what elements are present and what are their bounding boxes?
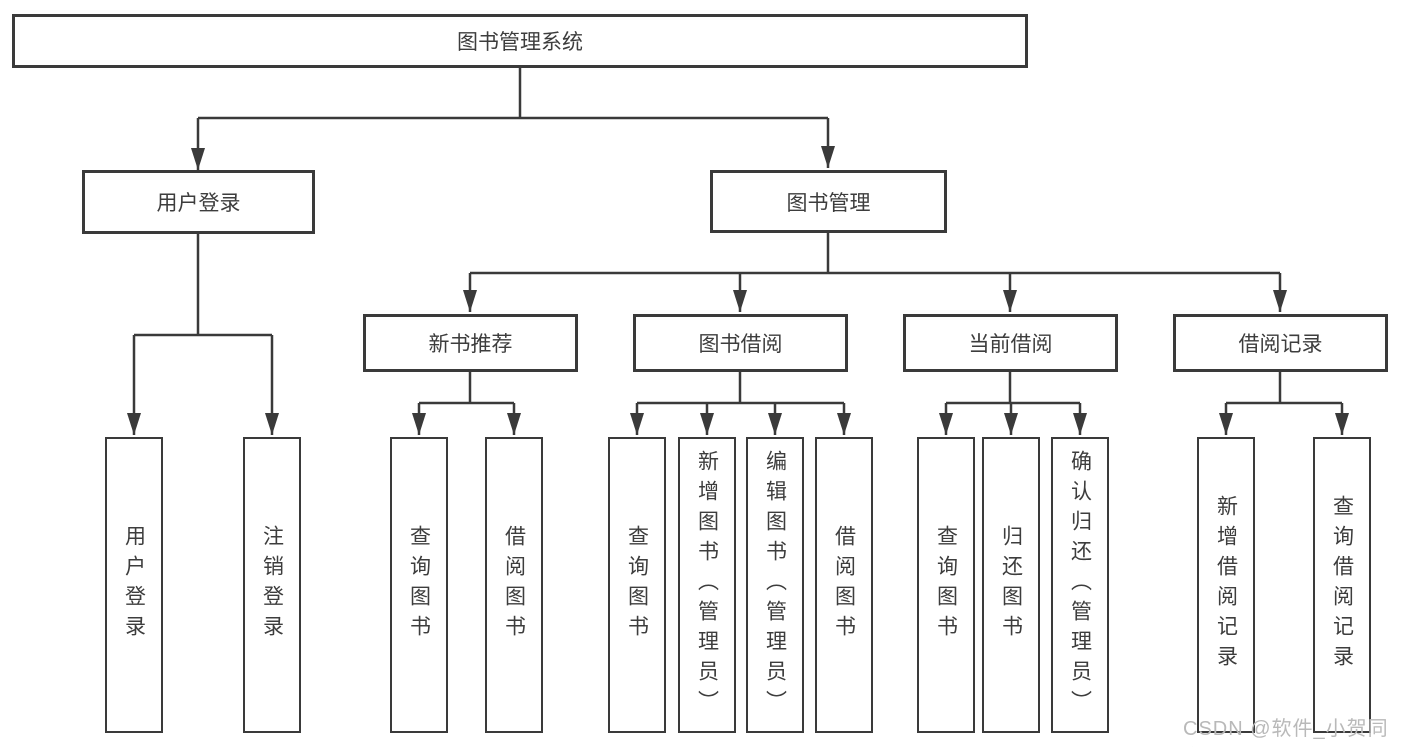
node-user-login: 用户登录: [82, 170, 315, 234]
connector-trunks: [134, 68, 1342, 405]
node-label: 借阅图书: [502, 525, 526, 645]
leaf-borrow-books-recommend: 借阅图书: [485, 437, 543, 733]
node-label: 用户登录: [156, 192, 241, 215]
leaf-logout: 注销登录: [243, 437, 301, 733]
leaf-query-books-current: 查询图书: [917, 437, 975, 733]
node-new-book-recommendation: 新书推荐: [363, 314, 578, 372]
leaf-add-borrow-record: 新增借阅记录: [1197, 437, 1255, 733]
node-label: 查询图书: [407, 525, 431, 645]
leaf-user-login: 用户登录: [105, 437, 163, 733]
node-label: 借阅图书: [832, 525, 856, 645]
node-label: 确认归还（管理员）: [1068, 450, 1092, 720]
leaf-query-books-borrow: 查询图书: [608, 437, 666, 733]
leaf-add-books-admin: 新增图书（管理员）: [678, 437, 736, 733]
node-label: 新增借阅记录: [1214, 495, 1238, 675]
node-label: 查询图书: [934, 525, 958, 645]
node-label: 注销登录: [260, 525, 284, 645]
node-label: 编辑图书（管理员）: [763, 450, 787, 720]
node-label: 当前借阅: [968, 333, 1053, 356]
leaf-edit-books-admin: 编辑图书（管理员）: [746, 437, 804, 733]
connector-arrows: [127, 118, 1349, 435]
node-label: 查询图书: [625, 525, 649, 645]
node-label: 新书推荐: [428, 333, 513, 356]
node-library-management-system: 图书管理系统: [12, 14, 1028, 68]
node-label: 图书管理系统: [457, 31, 583, 54]
leaf-return-books: 归还图书: [982, 437, 1040, 733]
node-label: 新增图书（管理员）: [695, 450, 719, 720]
node-label: 归还图书: [999, 525, 1023, 645]
node-label: 查询借阅记录: [1330, 495, 1354, 675]
node-current-borrowing: 当前借阅: [903, 314, 1118, 372]
leaf-query-books-recommend: 查询图书: [390, 437, 448, 733]
node-label: 图书借阅: [698, 333, 783, 356]
leaf-confirm-return-admin: 确认归还（管理员）: [1051, 437, 1109, 733]
node-book-borrowing: 图书借阅: [633, 314, 848, 372]
leaf-query-borrow-record: 查询借阅记录: [1313, 437, 1371, 733]
node-label: 图书管理: [786, 191, 871, 215]
node-borrowing-records: 借阅记录: [1173, 314, 1388, 372]
csdn-watermark: CSDN @软件_小贺同学: [1183, 718, 1389, 740]
leaf-borrow-books: 借阅图书: [815, 437, 873, 733]
node-label: 用户登录: [122, 525, 146, 645]
node-book-management: 图书管理: [710, 170, 947, 233]
node-label: 借阅记录: [1238, 333, 1323, 356]
